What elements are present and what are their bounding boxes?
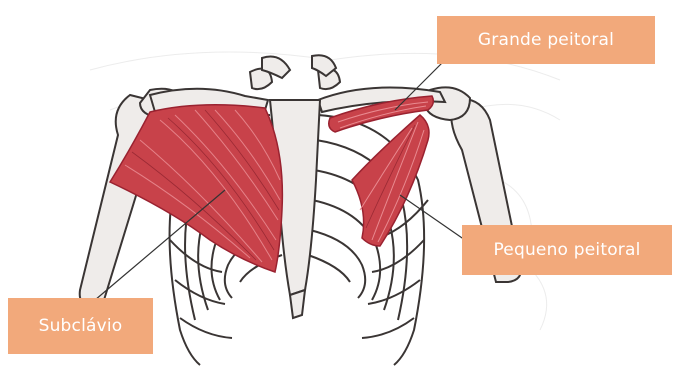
label-grande-peitoral-text: Grande peitoral xyxy=(478,30,614,50)
label-pequeno-peitoral: Pequeno peitoral xyxy=(462,225,672,275)
label-grande-peitoral: Grande peitoral xyxy=(437,16,655,64)
cervical-vertebrae xyxy=(250,55,340,89)
label-subclavio-text: Subclávio xyxy=(39,316,123,336)
label-pequeno-peitoral-text: Pequeno peitoral xyxy=(493,240,640,260)
label-subclavio: Subclávio xyxy=(8,298,153,354)
leader-line-pequeno-peitoral xyxy=(400,195,465,240)
